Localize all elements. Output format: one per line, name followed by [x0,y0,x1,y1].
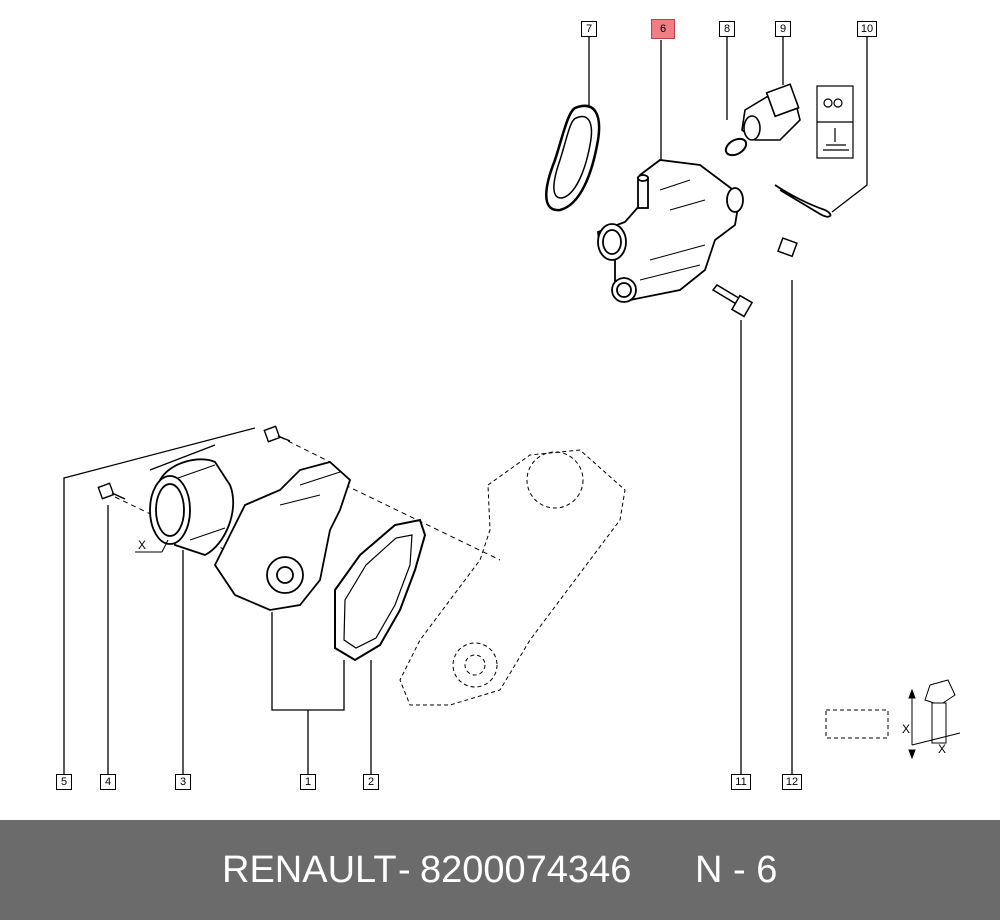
callout-9: 9 [775,21,791,37]
dimension-label-pulley: X [138,538,147,552]
temperature-sensor-part-9 [741,83,801,141]
callout-3: 3 [175,774,191,790]
callout-12: 12 [782,774,802,790]
part-info-footer: RENAULT - 8200074346 N - 6 [0,820,1000,920]
callout-7: 7 [581,21,597,37]
callout-4: 4 [100,774,116,790]
gasket-part-2 [334,518,427,662]
exploded-parts-diagram [63,37,961,774]
bolt-part-4 [97,482,126,500]
callout-11: 11 [731,774,751,790]
pulley-part-3 [149,458,235,556]
engine-block-outline [399,449,626,706]
nut-part-12 [777,237,798,258]
callout-6-highlighted: 6 [651,19,675,39]
diagram-position: N - 6 [695,849,778,891]
brand-separator: - [398,849,411,891]
seal-ring-part-7 [545,104,601,212]
bolt-dimension-legend [825,679,961,760]
water-pump-part-1 [213,461,352,611]
dimension-label-bolt-diameter: X [938,742,947,756]
retaining-clip-part-10 [774,184,832,218]
coolant-symbol-box [816,85,854,159]
callout-5: 5 [56,774,72,790]
dimension-label-bolt-length: X [902,722,911,736]
bolt-part-11 [711,284,754,318]
o-ring-part-8 [724,137,748,157]
part-number: 8200074346 [420,849,632,891]
callout-8: 8 [719,21,735,37]
callout-10: 10 [857,21,877,37]
dimension-x-marker [135,539,169,553]
thermostat-housing-part-6 [597,159,744,303]
brand-name: RENAULT [222,849,397,891]
callout-1: 1 [300,774,316,790]
callout-2: 2 [363,774,379,790]
bolt-part-5 [263,425,291,443]
